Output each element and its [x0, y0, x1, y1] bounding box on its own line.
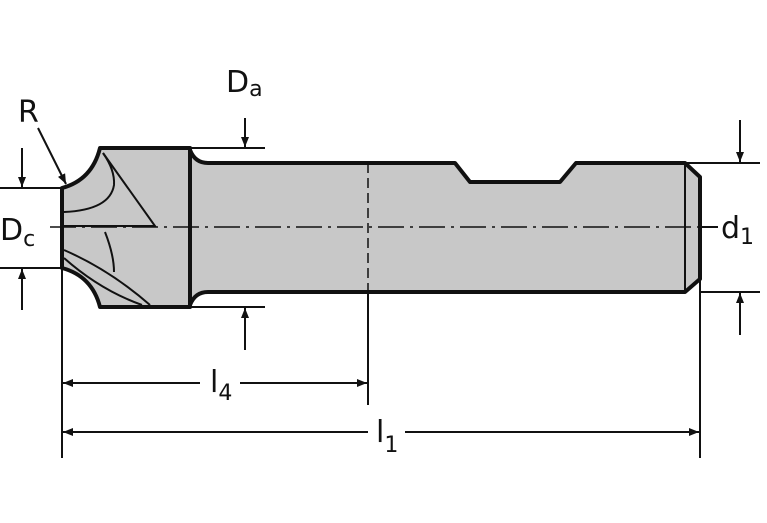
extension-lines — [0, 147, 760, 458]
radius-label: R — [18, 95, 39, 130]
neck-diameter-label: Da — [226, 65, 263, 102]
dimension-arrows — [18, 118, 744, 436]
overall-length-label: l1 — [376, 415, 398, 458]
usable-length-label: l4 — [210, 365, 232, 406]
cutting-diameter-label: Dc — [0, 213, 35, 252]
shank-diameter-label: d1 — [721, 211, 754, 250]
